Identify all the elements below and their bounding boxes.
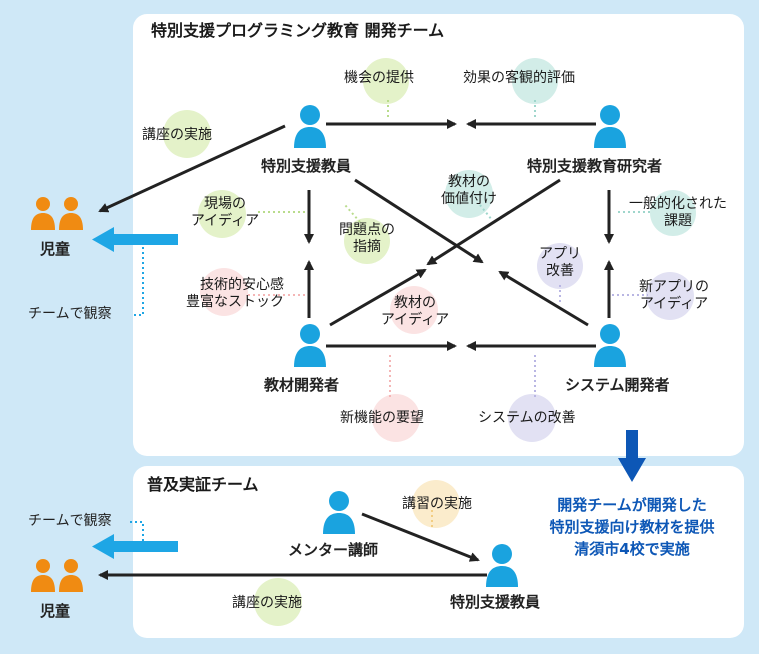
circle-system-improve xyxy=(508,394,556,442)
circle-field xyxy=(198,190,246,238)
role-system-dev: システム開発者 xyxy=(562,377,673,394)
person-icon-researcher xyxy=(594,105,626,148)
person-icon-teacher xyxy=(294,105,326,148)
circle-lecture-promo xyxy=(254,578,302,626)
label-value: 教材の価値付け xyxy=(441,174,497,207)
person-icon-promo-teacher xyxy=(486,544,518,587)
down-arrow xyxy=(618,430,646,482)
label-new-app: 新アプリのアイディア xyxy=(639,279,709,312)
label-app-improve: アプリ改善 xyxy=(539,246,581,279)
circle-material-idea xyxy=(390,286,438,334)
arrow-teacher-diag xyxy=(354,178,484,264)
label-new-feature: 新機能の要望 xyxy=(340,410,424,426)
role-material-dev: 教材開発者 xyxy=(261,377,343,394)
label-material-idea: 教材のアイディア xyxy=(380,295,450,328)
role-mentor: メンター講師 xyxy=(285,542,382,559)
label-lecture-dev: 講座の実施 xyxy=(142,127,212,143)
circle-tech xyxy=(200,268,248,316)
children-icon-promo xyxy=(31,559,83,592)
arrow-teacher-to-children xyxy=(98,124,286,213)
circle-opportunity xyxy=(363,58,409,104)
arrow-system-diag xyxy=(498,270,589,327)
role-researcher: 特別支援教育研究者 xyxy=(524,158,666,175)
role-teacher: 特別支援教員 xyxy=(258,158,355,175)
implementation-note: 開発チームが開発した 特別支援向け教材を提供 清須市4校で実施 xyxy=(549,496,715,558)
label-training: 講習の実施 xyxy=(402,496,472,512)
dev-team-title: 特別支援プログラミング教育 開発チーム xyxy=(147,21,449,41)
observe-label-dev: チームで観察 xyxy=(28,306,112,322)
circle-training xyxy=(412,480,460,528)
label-tech: 技術的安心感豊富なストック xyxy=(186,277,284,310)
label-problem: 問題点の指摘 xyxy=(339,222,395,255)
circle-app-improve xyxy=(537,243,583,289)
children-icon-dev xyxy=(31,197,83,230)
arrow-mentor-to-teacher xyxy=(361,512,480,562)
circle-objective-eval xyxy=(512,58,558,104)
dot-value xyxy=(479,204,493,221)
blue-arrow-promo xyxy=(92,534,178,559)
label-objective-eval: 効果の客観的評価 xyxy=(463,70,575,86)
circle-value xyxy=(445,170,493,218)
circle-lecture-dev xyxy=(163,110,211,158)
circle-general xyxy=(650,190,696,236)
dot-observe-dev xyxy=(130,239,144,316)
role-promo-teacher: 特別支援教員 xyxy=(447,594,544,611)
dot-problem xyxy=(344,204,361,223)
observe-label-promo: チームで観察 xyxy=(28,513,112,529)
label-field: 現場のアイディア xyxy=(190,196,260,229)
person-icon-material-dev xyxy=(294,324,326,367)
blue-arrow-dev xyxy=(92,227,178,252)
circle-problem xyxy=(344,218,390,264)
label-lecture-promo: 講座の実施 xyxy=(232,595,302,611)
promo-team-title: 普及実証チーム xyxy=(143,475,263,495)
circle-new-app xyxy=(646,272,694,320)
children-label-dev: 児童 xyxy=(40,240,71,258)
label-system-improve: システムの改善 xyxy=(478,410,576,426)
person-icon-mentor xyxy=(323,491,355,534)
person-icon-system-dev xyxy=(594,324,626,367)
label-opportunity: 機会の提供 xyxy=(344,70,414,86)
arrow-material-diag xyxy=(329,268,427,327)
label-general: 一般的化された課題 xyxy=(629,196,727,229)
circle-new-feature xyxy=(372,394,420,442)
children-label-promo: 児童 xyxy=(40,602,71,620)
arrow-researcher-diag xyxy=(426,178,561,266)
